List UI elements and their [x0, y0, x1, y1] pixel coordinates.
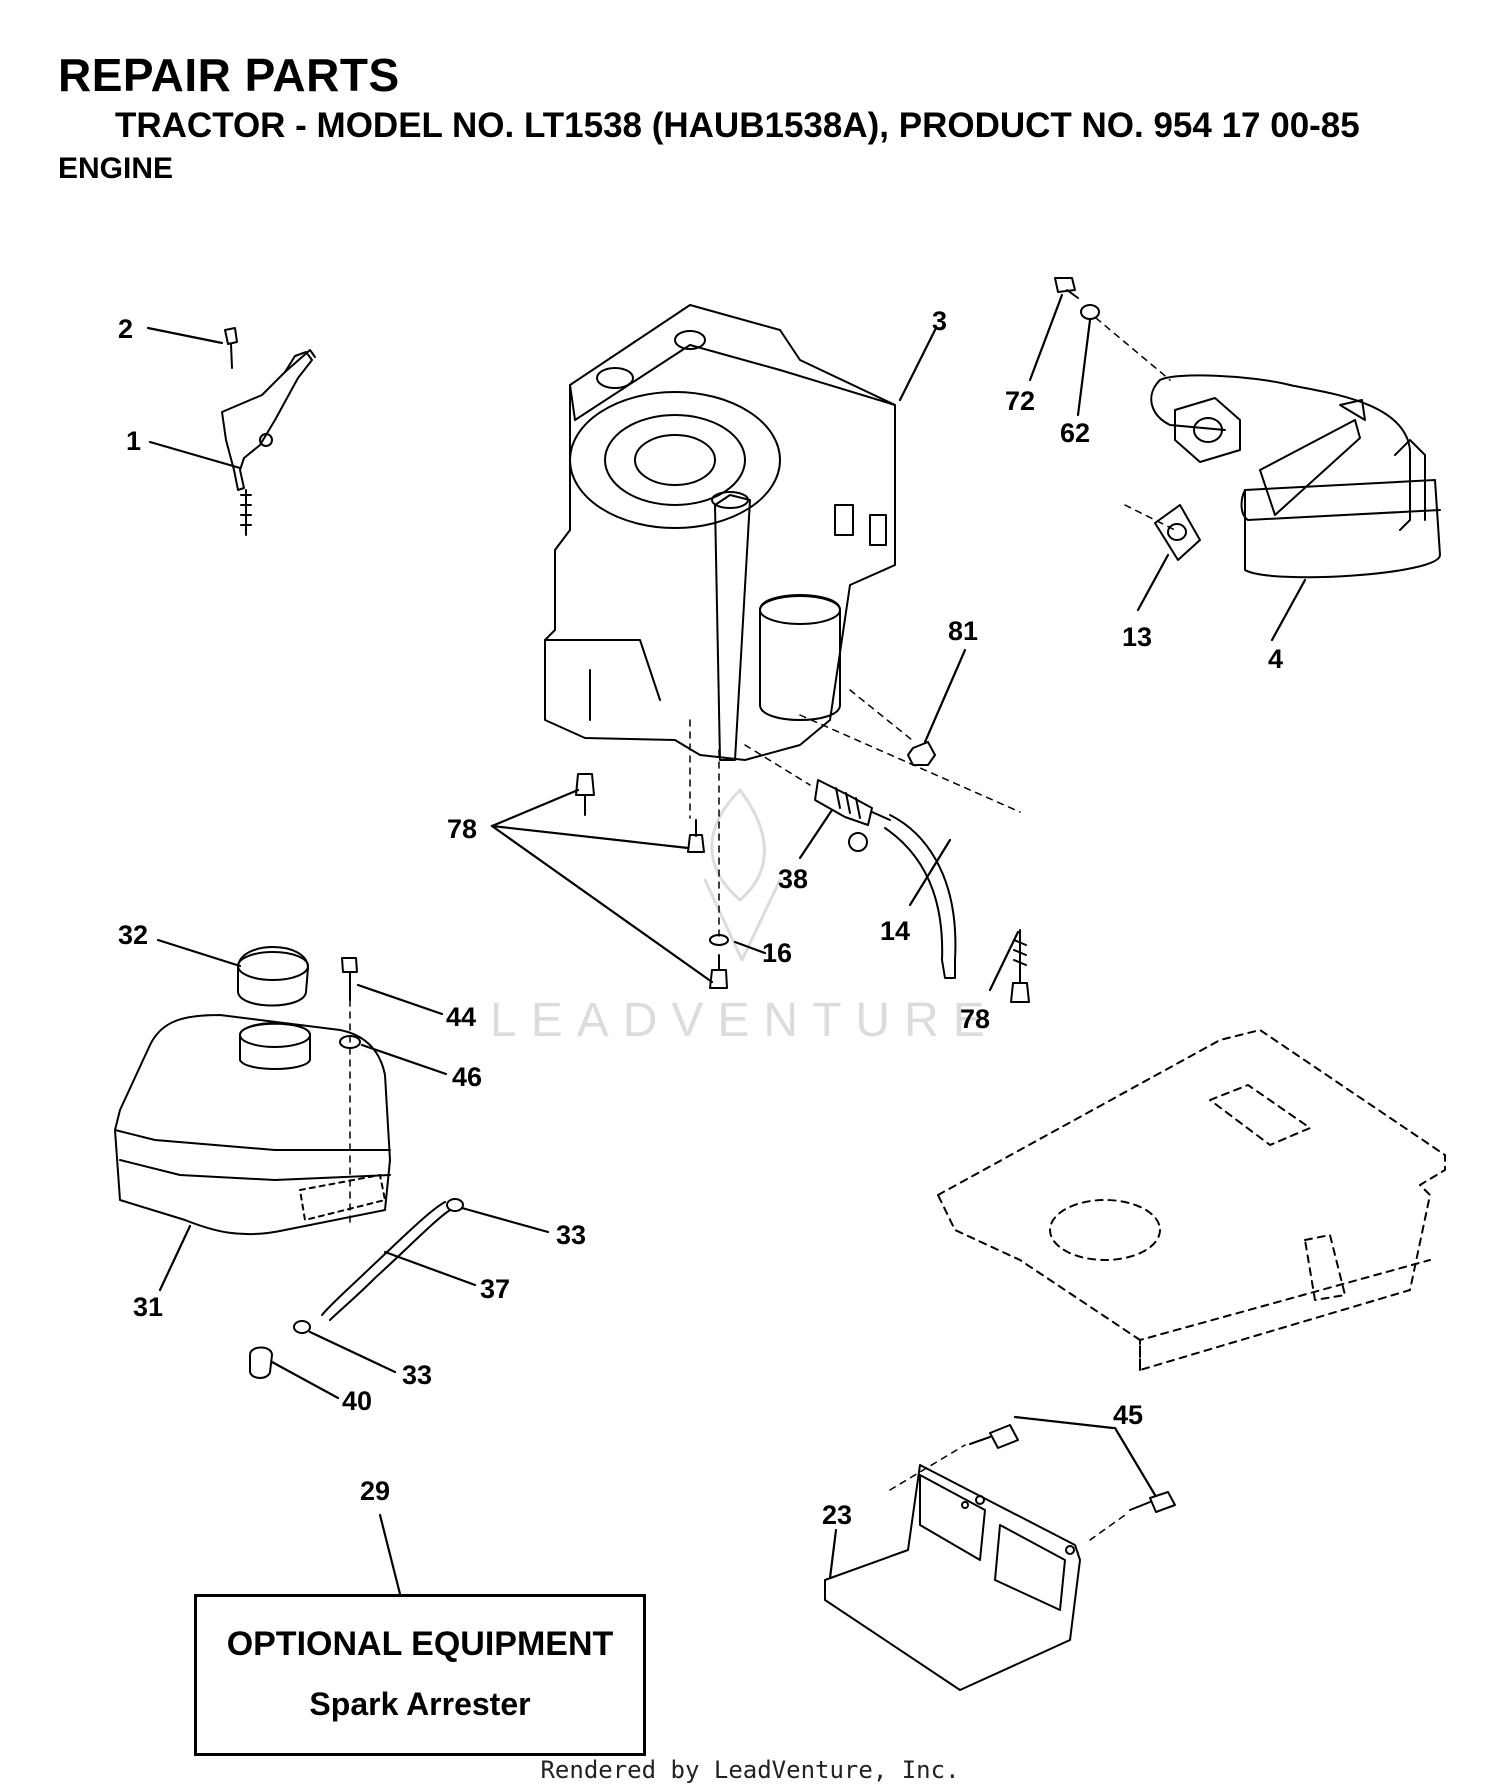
callout-4: 4: [1268, 644, 1283, 674]
assembly-lines: [349, 317, 1176, 1541]
callout-23: 23: [822, 1500, 852, 1530]
muffler: [1150, 374, 1441, 579]
callout-14: 14: [880, 916, 910, 946]
fuel-hose: [884, 814, 957, 979]
fuel-tank: [114, 1014, 391, 1236]
callout-45: 45: [1113, 1400, 1143, 1430]
callout-labels: 2 1 3 72 62 13 4 81 78 38 14 16 78 32 44…: [118, 306, 1283, 1530]
optional-equipment-heading: OPTIONAL EQUIPMENT: [226, 1625, 614, 1663]
callout-62: 62: [1060, 418, 1090, 448]
callout-44: 44: [446, 1002, 476, 1032]
callout-33-b: 33: [402, 1360, 432, 1390]
callout-78-b: 78: [960, 1004, 990, 1034]
callout-38: 38: [778, 864, 808, 894]
heat-shield: [824, 1464, 1081, 1691]
nut: [907, 741, 936, 766]
page-subtitle: TRACTOR - MODEL NO. LT1538 (HAUB1538A), …: [115, 106, 1360, 145]
callout-3: 3: [932, 306, 947, 336]
callout-46: 46: [452, 1062, 482, 1092]
callout-37: 37: [480, 1274, 510, 1304]
callout-13: 13: [1122, 622, 1152, 652]
page-title: REPAIR PARTS: [58, 49, 400, 101]
engine: [544, 304, 896, 761]
fuel-filter: [814, 779, 891, 852]
callout-16: 16: [762, 938, 792, 968]
optional-equipment-box: OPTIONAL EQUIPMENT Spark Arrester: [194, 1594, 646, 1756]
watermark-logo-icon: [703, 788, 782, 962]
callout-40: 40: [342, 1386, 372, 1416]
callout-81: 81: [948, 616, 978, 646]
callout-78-a: 78: [447, 814, 477, 844]
callout-32: 32: [118, 920, 148, 950]
callout-1: 1: [126, 426, 141, 456]
callout-2: 2: [118, 314, 133, 344]
shield-screws: [969, 1424, 1176, 1513]
fuel-line: [249, 1198, 464, 1379]
tractor-frame: [937, 1029, 1446, 1371]
watermark: LEADVENTURE: [490, 994, 999, 1047]
section-name: ENGINE: [58, 152, 174, 185]
fuel-cap: [237, 946, 309, 1007]
callout-31: 31: [133, 1292, 163, 1322]
callout-33-a: 33: [556, 1220, 586, 1250]
footer-credit: Rendered by LeadVenture, Inc.: [540, 1756, 960, 1784]
optional-equipment-item: Spark Arrester: [309, 1686, 531, 1722]
engine-bolts: [575, 773, 1030, 1003]
leader-lines: [146, 293, 1307, 1596]
callout-29: 29: [360, 1476, 390, 1506]
throttle-control-lever: [221, 327, 316, 536]
callout-72: 72: [1005, 386, 1035, 416]
